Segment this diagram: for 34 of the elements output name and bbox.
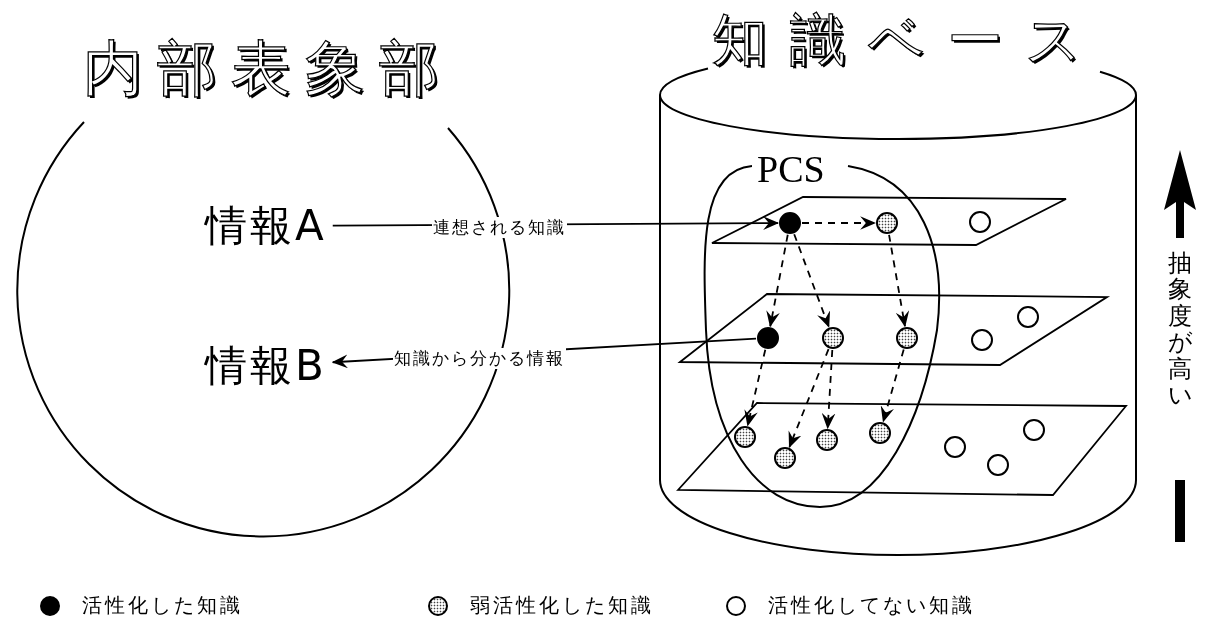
knowledge-circle (779, 212, 801, 234)
dashed-arrow (788, 348, 830, 448)
knowledge-circle (734, 426, 756, 448)
knowledge-circle (969, 211, 991, 233)
legend-text: 弱活性化した知識 (470, 592, 654, 619)
dashed-arrow (766, 233, 789, 328)
knowledge-circle (757, 327, 779, 349)
knowledge-circle (1023, 419, 1045, 441)
dashed-arrow (744, 348, 767, 427)
knowledge-circle (944, 436, 966, 458)
knowledge-circle (1017, 306, 1039, 328)
info-text: 情報B (205, 345, 327, 387)
knowledge-circle (971, 329, 993, 351)
dashed-arrow (880, 348, 905, 423)
info-text: 情報A (205, 205, 327, 247)
legend-text: 活性化してない知識 (768, 592, 975, 619)
knowledge-circle (869, 422, 891, 444)
knowledge-circle (816, 429, 838, 451)
dashed-arrow (888, 233, 910, 328)
dashed-arrow (793, 233, 830, 328)
database-title: 知識ベース (712, 12, 1104, 68)
knowledge-circle (876, 212, 898, 234)
edge-label: 連想される知識 (432, 217, 567, 238)
knowledge-circle (774, 447, 796, 469)
dashed-arrow (821, 349, 836, 430)
edge-label: 知識から分かる情報 (393, 348, 566, 369)
axis-label: 抽象度が高い (1168, 250, 1192, 409)
region-label: PCS (757, 150, 825, 188)
knowledge-circle (896, 327, 918, 349)
knowledge-circle (987, 454, 1009, 476)
section-title: 内部表象部 (83, 38, 453, 98)
dashed-arrow (801, 216, 877, 230)
legend-text: 活性化した知識 (82, 592, 243, 619)
knowledge-circle (822, 327, 844, 349)
